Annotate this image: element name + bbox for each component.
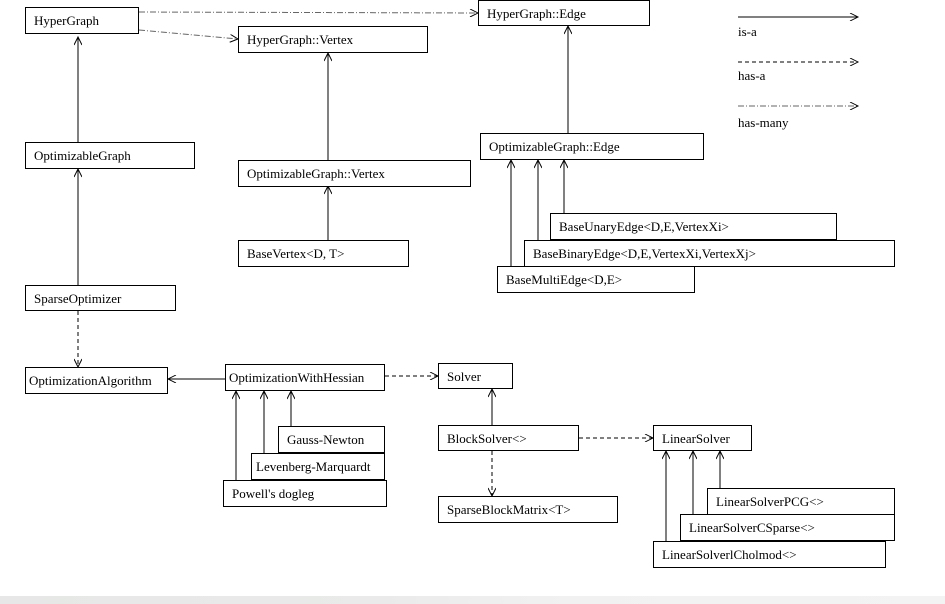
relation-hypergraph-has-many-edge [138,12,478,13]
legend-is-a-label: is-a [738,24,757,39]
node-optimization-algorithm: OptimizationAlgorithm [25,367,168,394]
node-linear-solver-csparse: LinearSolverCSparse<> [680,514,895,541]
node-base-unary-edge: BaseUnaryEdge<D,E,VertexXi> [550,213,837,240]
node-base-multi-edge: BaseMultiEdge<D,E> [497,266,695,293]
node-hypergraph-vertex: HyperGraph::Vertex [238,26,428,53]
node-sparse-optimizer: SparseOptimizer [25,285,176,311]
node-levenberg-marquardt: Levenberg-Marquardt [251,453,385,480]
node-gauss-newton: Gauss-Newton [278,426,385,453]
relation-hypergraph-has-many-vertex [138,29,238,39]
bottom-strip [0,596,945,604]
node-optimizable-graph-edge: OptimizableGraph::Edge [480,133,704,160]
node-linear-solver-pcg: LinearSolverPCG<> [707,488,895,515]
node-linear-solver: LinearSolver [653,425,752,451]
node-optimizable-graph-vertex: OptimizableGraph::Vertex [238,160,471,187]
node-linear-solver-cholmod: LinearSolverlCholmod<> [653,541,886,568]
node-optimizable-graph: OptimizableGraph [25,142,195,169]
legend-has-many-label: has-many [738,115,789,130]
node-optimization-with-hessian: OptimizationWithHessian [225,364,385,391]
node-sparse-block-matrix: SparseBlockMatrix<T> [438,496,618,523]
node-solver: Solver [438,363,513,389]
legend-has-a-label: has-a [738,68,766,83]
node-base-vertex: BaseVertex<D, T> [238,240,409,267]
node-base-binary-edge: BaseBinaryEdge<D,E,VertexXi,VertexXj> [524,240,895,267]
node-block-solver: BlockSolver<> [438,425,579,451]
node-hypergraph: HyperGraph [25,7,139,34]
node-powells-dogleg: Powell's dogleg [223,480,387,507]
node-hypergraph-edge: HyperGraph::Edge [478,0,650,26]
